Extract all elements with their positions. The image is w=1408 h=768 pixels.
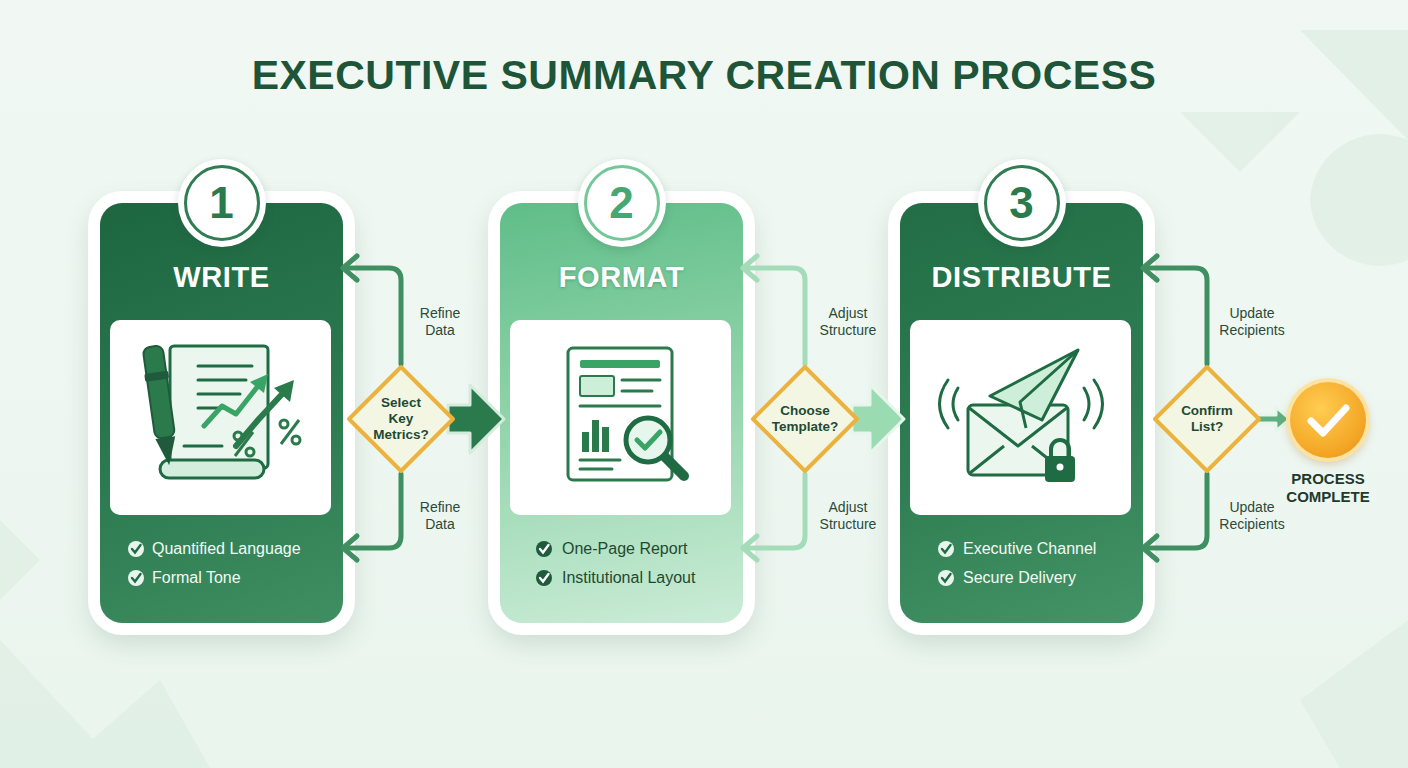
arrow-head — [343, 536, 357, 560]
loop-label: Adjust Structure — [807, 305, 889, 339]
background-shapes — [1310, 134, 1408, 266]
loop-label: Update Recipients — [1206, 499, 1298, 533]
checklist-item: Executive Channel — [963, 539, 1141, 559]
background-shapes — [0, 30, 1408, 768]
complete-circle: PROCESS COMPLETE — [1290, 382, 1366, 458]
checklist-item: One-Page Report — [562, 539, 740, 559]
checklist-item: Institutional Layout — [562, 568, 740, 588]
checklist-item: Secure Delivery — [963, 568, 1141, 588]
step-number: 3 — [984, 165, 1060, 241]
arrow-head — [343, 256, 357, 280]
connector-arrow — [343, 474, 401, 560]
arrow-head — [743, 256, 757, 280]
connector-arrow — [743, 256, 805, 364]
loop-label: Adjust Structure — [807, 499, 889, 533]
step-number-text: 1 — [209, 181, 233, 225]
checklist-item: Quantified Language — [152, 539, 330, 559]
decision-diamond: Select Key Metrics? — [346, 364, 456, 474]
card-heading: WRITE — [100, 260, 343, 294]
complete-label: PROCESS COMPLETE — [1268, 470, 1388, 506]
flow-arrow — [852, 385, 904, 453]
process-card: FORMAT One-Page ReportInstitutional Layou… — [500, 203, 743, 623]
loop-label: Update Recipients — [1206, 305, 1298, 339]
connector-arrow — [448, 385, 504, 453]
diamond-shape — [1155, 367, 1259, 471]
loop-label: Refine Data — [409, 499, 471, 533]
connector-arrow — [343, 256, 401, 364]
arrow-head — [1143, 536, 1157, 560]
loop-line — [343, 474, 401, 548]
decision-text: Confirm List? — [1172, 403, 1242, 435]
background-shapes — [1300, 30, 1408, 140]
arrow-head — [743, 536, 757, 560]
connector-arrow — [852, 385, 904, 453]
background-shapes — [1180, 112, 1300, 172]
step-number: 1 — [184, 165, 260, 241]
background-shapes — [1300, 620, 1408, 768]
connector-arrow — [1143, 256, 1207, 364]
diamond-shape — [753, 367, 857, 471]
step-number-text: 2 — [609, 181, 633, 225]
card-heading: DISTRIBUTE — [900, 260, 1143, 294]
connector-arrow — [1143, 474, 1207, 560]
step-number: 2 — [584, 165, 660, 241]
loop-line — [743, 268, 805, 364]
decision-diamond: Confirm List? — [1152, 364, 1262, 474]
decision-text: Choose Template? — [766, 403, 844, 435]
connector-arrow — [743, 474, 805, 560]
card-heading: FORMAT — [500, 260, 743, 294]
background-shapes — [60, 680, 210, 768]
decision-diamond: Choose Template? — [750, 364, 860, 474]
background-shapes — [0, 520, 40, 600]
process-card: DISTRIBUTE Executive ChannelSecure Delive… — [900, 203, 1143, 623]
decision-text: Select Key Metrics? — [370, 395, 432, 443]
checklist-item: Formal Tone — [152, 568, 330, 588]
step-number-text: 3 — [1009, 181, 1033, 225]
loop-line — [343, 268, 401, 364]
diamond-shape — [349, 367, 453, 471]
flow-arrow — [448, 385, 504, 453]
loop-label: Refine Data — [409, 305, 471, 339]
arrow-head — [1143, 256, 1157, 280]
process-card: WRITEQuantified LanguageFormal Tone1 — [100, 203, 343, 623]
diagram-title: EXECUTIVE SUMMARY CREATION PROCESS — [0, 52, 1408, 99]
loop-line — [1143, 268, 1207, 364]
